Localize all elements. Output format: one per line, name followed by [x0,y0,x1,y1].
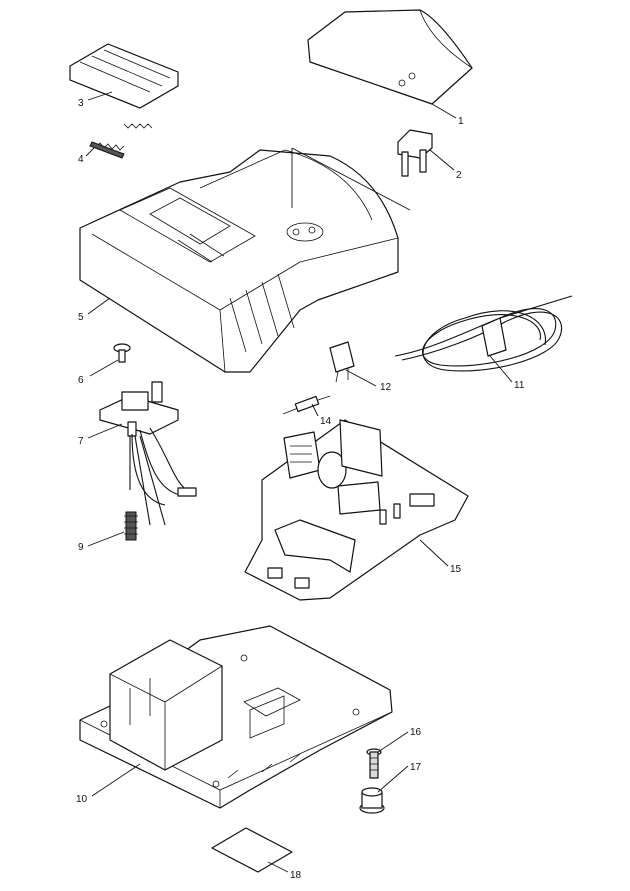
callout-16: 16 [410,727,422,738]
callout-3: 3 [78,98,84,109]
part-9-spring [124,511,138,541]
callout-18: 18 [290,870,302,881]
callout-labels: 1 2 3 4 5 6 7 9 10 11 12 14 15 16 17 18 [76,98,525,881]
callout-7: 7 [78,436,84,447]
part-14-fuse [282,395,331,415]
part-4-springs [89,123,153,159]
callout-9: 9 [78,542,84,553]
callout-11: 11 [514,380,525,391]
part-7-terminal-assembly [99,381,197,526]
part-12-capacitor [329,341,355,383]
part-6-screw [113,343,131,363]
part-1-label-plate [307,9,473,105]
part-10-base-housing [79,625,393,809]
part-2-plug [397,129,433,177]
callout-6: 6 [78,375,84,386]
callout-5: 5 [78,312,84,323]
callout-17: 17 [410,762,422,773]
part-3-latch-cover [69,43,179,109]
callout-2: 2 [456,170,462,181]
callout-4: 4 [78,154,84,165]
callout-10: 10 [76,794,88,805]
callout-12: 12 [380,382,392,393]
part-11-power-cord [394,295,573,372]
part-15-circuit-board [244,419,469,601]
callout-15: 15 [450,564,462,575]
leader-lines [85,91,513,873]
part-18-label [211,827,293,873]
callout-14: 14 [320,416,332,427]
part-17-rubber-foot [359,787,385,814]
callout-1: 1 [458,116,464,127]
part-5-top-housing [79,147,411,373]
part-16-screw [366,748,382,779]
